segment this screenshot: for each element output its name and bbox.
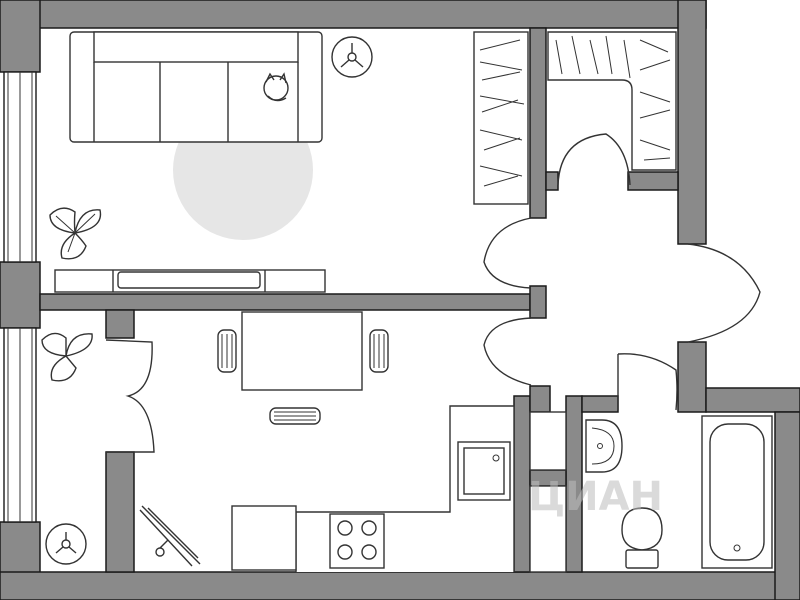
bathroom	[585, 415, 773, 569]
wall-kitchen-left	[105, 451, 135, 573]
wall-kitchen-stub	[105, 309, 135, 339]
toilet-icon	[621, 507, 663, 569]
shaft-upper	[529, 411, 567, 471]
door-bathroom	[617, 353, 678, 411]
wall-bottom	[0, 571, 800, 600]
door-kitchen-hall	[483, 317, 532, 386]
sink-icon	[457, 441, 511, 501]
wall-left-top	[0, 0, 41, 73]
chair-left	[217, 329, 237, 373]
window-living	[3, 71, 37, 263]
wall-partition-post	[529, 285, 547, 319]
stove-icon	[329, 513, 385, 569]
wall-closet-jamb-right	[627, 171, 679, 191]
kitchen	[41, 311, 515, 572]
wardrobe-living	[473, 31, 529, 205]
plant-icon	[49, 207, 102, 260]
chair-bottom	[269, 407, 321, 425]
bathtub-icon	[701, 415, 773, 569]
wall-left-middle	[0, 261, 41, 329]
window-kitchen	[3, 327, 37, 523]
shaft-lower	[529, 485, 567, 573]
wall-bath-top	[705, 387, 800, 413]
wall-bath-jamb	[529, 385, 551, 413]
wall-bath-upper	[677, 341, 707, 413]
wall-closet-jamb-left	[545, 171, 559, 191]
wall-top	[0, 0, 707, 29]
door-kitchen-side	[105, 339, 155, 453]
chair-right	[369, 329, 389, 373]
plant-kitchen-icon	[41, 332, 93, 382]
sofa	[69, 31, 323, 143]
door-living	[483, 217, 532, 289]
fridge	[231, 505, 297, 571]
tv-stand	[54, 269, 326, 293]
watermark: ЦИАН	[528, 474, 663, 520]
wall-bath-right	[774, 411, 800, 600]
washbasin-icon	[585, 419, 623, 473]
wall-right-upper	[677, 0, 707, 245]
wall-bath-top-left	[581, 395, 619, 413]
door-closet	[557, 133, 631, 186]
wall-partition-living-kitchen	[39, 293, 531, 311]
shafts	[529, 411, 567, 573]
walk-in-closet	[547, 31, 677, 171]
cat-icon	[263, 72, 289, 102]
living-room	[49, 31, 529, 293]
dining-table	[241, 311, 363, 391]
wall-closet-left	[529, 27, 547, 219]
windows	[3, 71, 37, 523]
lamp-icon	[45, 523, 87, 565]
ironing-board-icon	[139, 505, 201, 567]
doors	[105, 133, 761, 453]
ceiling-fan-icon	[331, 36, 373, 78]
door-entrance	[687, 243, 761, 343]
